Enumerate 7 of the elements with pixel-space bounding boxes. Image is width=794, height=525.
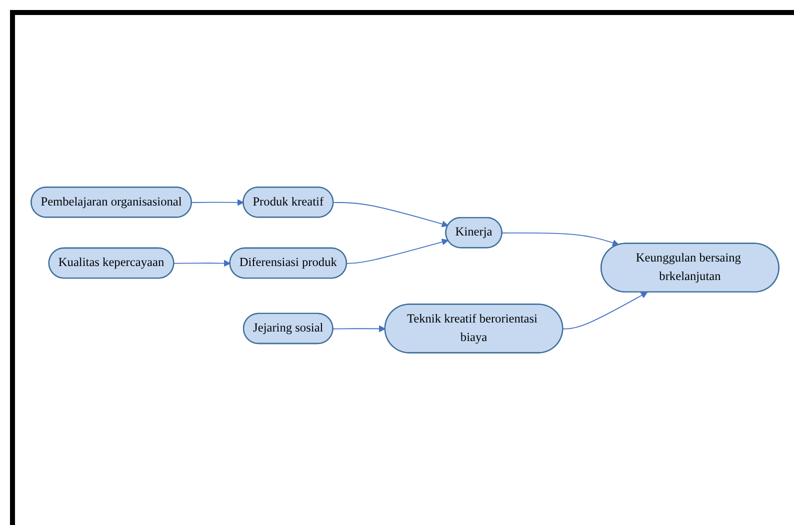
arrow bbox=[501, 232, 619, 246]
arrow bbox=[562, 292, 648, 330]
arrow bbox=[173, 260, 230, 267]
arrow bbox=[190, 199, 244, 206]
arrow bbox=[332, 325, 386, 332]
arrow bbox=[332, 202, 448, 228]
arrow bbox=[346, 238, 448, 264]
